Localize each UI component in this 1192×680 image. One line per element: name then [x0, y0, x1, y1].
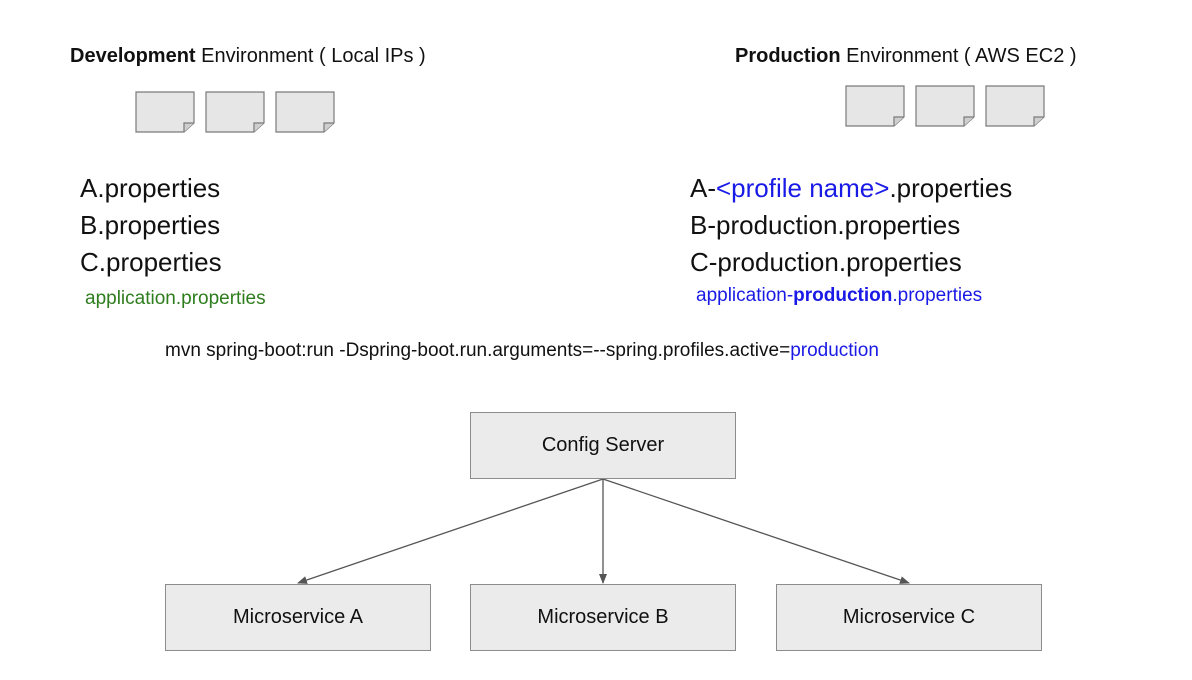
prod-file-c: C-production.properties — [690, 247, 962, 277]
prod-env-title-rest: Environment ( AWS EC2 ) — [840, 45, 1077, 67]
dev-env-title: Development Environment ( Local IPs ) — [70, 45, 426, 68]
dev-file-b: B.properties — [80, 210, 221, 240]
dev-env-title-bold: Development — [70, 45, 196, 67]
microservice-b-label: Microservice B — [537, 606, 669, 628]
document-icon — [845, 85, 905, 127]
document-icon — [205, 91, 265, 133]
dev-document-icons — [135, 91, 335, 133]
config-server-label: Config Server — [541, 434, 665, 456]
microservice-c-box: Microservice C — [776, 584, 1042, 651]
prod-shared-file-profile: production — [793, 285, 893, 306]
microservice-c-label: Microservice C — [842, 606, 976, 628]
microservice-b-box: Microservice B — [470, 584, 736, 651]
document-icon — [275, 91, 335, 133]
microservice-a-label: Microservice A — [232, 606, 364, 628]
arrow-to-microservice-a — [297, 478, 604, 584]
maven-command-text: mvn spring-boot:run -Dspring-boot.run.ar… — [165, 340, 791, 361]
prod-file-a: A-<profile name>.properties — [690, 170, 1012, 207]
prod-file-a-prefix: A- — [690, 173, 716, 203]
prod-file-list: A-<profile name>.properties B-production… — [690, 170, 1012, 281]
prod-document-icons — [845, 85, 1045, 127]
prod-file-a-suffix: .properties — [889, 173, 1013, 203]
document-icon — [985, 85, 1045, 127]
dev-file-a: A.properties — [80, 173, 221, 203]
config-server-box: Config Server — [470, 412, 736, 479]
dev-shared-file: application.properties — [85, 288, 266, 309]
prod-file-b: B-production.properties — [690, 210, 961, 240]
dev-env-title-rest: Environment ( Local IPs ) — [195, 45, 426, 67]
dev-file-list: A.properties B.properties C.properties — [80, 170, 222, 281]
arrow-to-microservice-c — [602, 478, 910, 584]
document-icon — [915, 85, 975, 127]
maven-command-profile: production — [790, 340, 879, 361]
prod-env-title-bold: Production — [735, 45, 841, 67]
prod-shared-file: application-production.properties — [696, 285, 982, 307]
prod-shared-file-suffix: .properties — [892, 285, 983, 306]
maven-command: mvn spring-boot:run -Dspring-boot.run.ar… — [165, 340, 879, 362]
prod-file-a-profile: <profile name> — [716, 173, 890, 203]
microservice-a-box: Microservice A — [165, 584, 431, 651]
document-icon — [135, 91, 195, 133]
prod-shared-file-prefix: application- — [696, 285, 794, 306]
dev-file-c: C.properties — [80, 247, 222, 277]
prod-env-title: Production Environment ( AWS EC2 ) — [735, 45, 1077, 68]
